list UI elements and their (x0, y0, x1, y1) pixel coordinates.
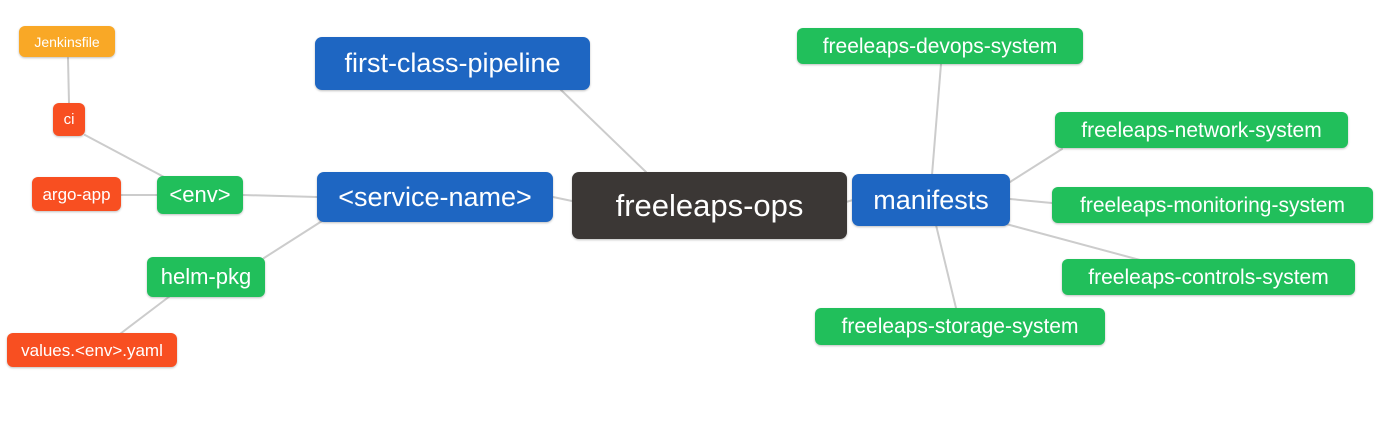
node-env[interactable]: <env> (157, 176, 243, 214)
edge-env-servicename (242, 194, 318, 198)
edge-servicename-freeleapsops (552, 196, 573, 202)
node-service-name[interactable]: <service-name> (317, 172, 553, 222)
node-network-system[interactable]: freeleaps-network-system (1055, 112, 1348, 148)
node-monitoring-system[interactable]: freeleaps-monitoring-system (1052, 187, 1373, 223)
edge-values-helmpkg (119, 295, 171, 335)
node-helm-pkg[interactable]: helm-pkg (147, 257, 265, 297)
node-values-env-yaml[interactable]: values.<env>.yaml (7, 333, 177, 367)
edge-helmpkg-servicename (263, 220, 323, 259)
edge-freeleapsops-manifests (845, 199, 854, 203)
node-ci[interactable]: ci (53, 103, 85, 136)
node-controls-system[interactable]: freeleaps-controls-system (1062, 259, 1355, 295)
edge-manifests-storage (935, 224, 957, 309)
edge-manifests-monitoring (1009, 198, 1053, 204)
node-devops-system[interactable]: freeleaps-devops-system (797, 28, 1083, 64)
node-first-class-pipeline[interactable]: first-class-pipeline (315, 37, 590, 90)
node-storage-system[interactable]: freeleaps-storage-system (815, 308, 1105, 345)
edge-manifests-network (1009, 148, 1063, 183)
edge-jenkinsfile-ci (67, 57, 70, 104)
edge-ci-env (84, 134, 165, 178)
node-manifests[interactable]: manifests (852, 174, 1010, 226)
edge-manifests-controls (1005, 223, 1141, 261)
edge-fcp-freeleapsops (559, 88, 647, 173)
node-argo-app[interactable]: argo-app (32, 177, 121, 211)
node-freeleaps-ops[interactable]: freeleaps-ops (572, 172, 847, 239)
node-jenkinsfile[interactable]: Jenkinsfile (19, 26, 115, 57)
edge-manifests-devops (931, 63, 942, 176)
